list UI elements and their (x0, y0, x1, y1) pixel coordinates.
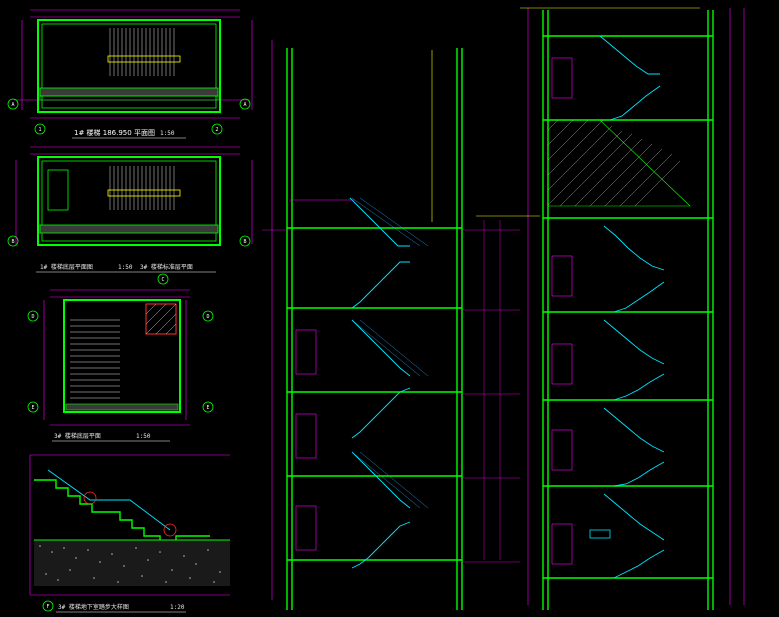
plan-mid-caption: 1# 楼梯底层平面图 (40, 263, 93, 271)
detail-scale: 1:20 (170, 604, 185, 611)
plan-top: A A 1 2 1# 楼梯 186.950 平面图 1:50 (7, 9, 253, 139)
axis-bubble-b-right: B (243, 239, 246, 245)
plan-top-scale: 1:50 (160, 130, 175, 137)
axis-bubble-a-left: A (11, 102, 14, 108)
axis-bubble-d-left: D (31, 314, 34, 320)
stair-section-1 (271, 40, 463, 610)
plan-small-caption: 3# 楼梯底层平面 (54, 432, 101, 440)
axis-bubble-f: F (46, 604, 49, 610)
axis-bubble-2: 2 (215, 127, 218, 133)
plan-small: D D E E 3# 楼梯底层平面 1:50 (27, 289, 214, 442)
plan-small-scale: 1:50 (136, 433, 151, 440)
plan-mid-scale: 1:50 (118, 264, 133, 271)
axis-bubble-d-right: D (206, 314, 209, 320)
stair-section-2 (476, 7, 745, 610)
axis-bubble-1: 1 (38, 127, 41, 133)
plan-middle: B B C 1# 楼梯底层平面图 1:50 3# 楼梯标准层平面 (7, 146, 253, 285)
plan-mid-caption2: 3# 楼梯标准层平面 (140, 263, 193, 271)
axis-bubble-c: C (161, 277, 164, 283)
axis-bubble-b-left: B (11, 239, 14, 245)
axis-bubble-e-right: E (206, 405, 209, 411)
datum-lines (262, 220, 520, 563)
axis-bubble-e-left: E (31, 405, 34, 411)
plan-top-caption: 1# 楼梯 186.950 平面图 (74, 128, 155, 137)
step-detail: F 3# 楼梯地下室踏步大样图 1:20 (29, 454, 230, 613)
axis-bubble-a-right: A (243, 102, 246, 108)
detail-caption: 3# 楼梯地下室踏步大样图 (58, 603, 129, 611)
